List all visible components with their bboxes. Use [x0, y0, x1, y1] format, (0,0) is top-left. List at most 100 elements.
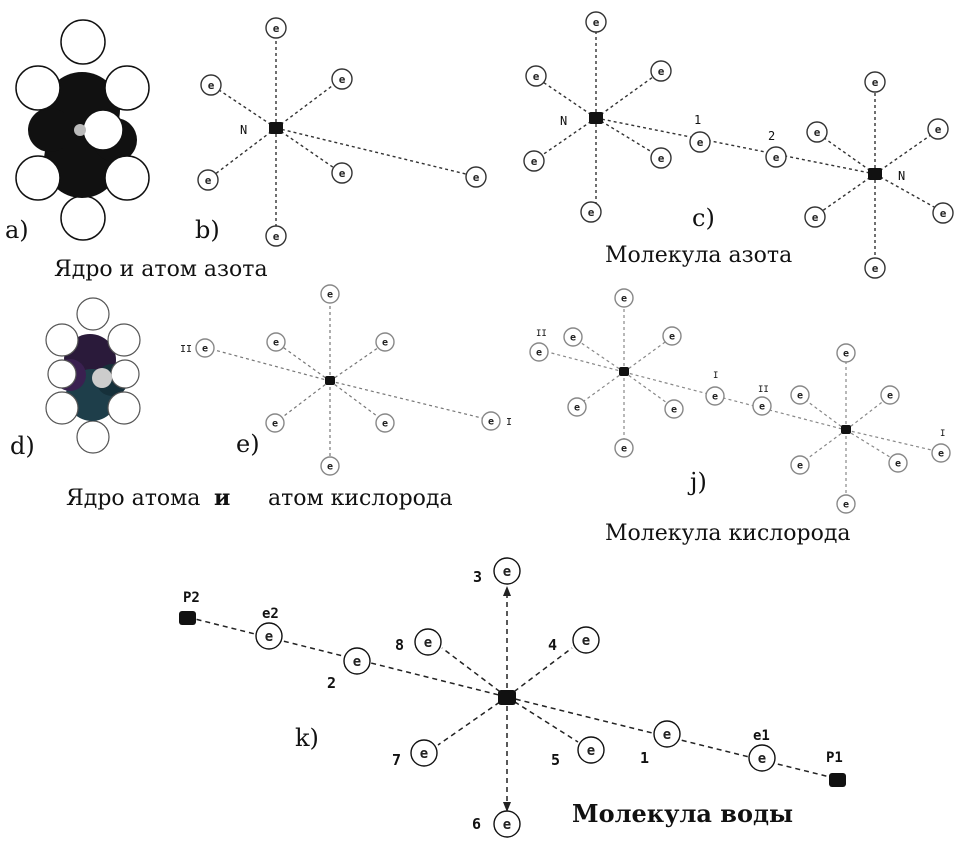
electron-6: e [650, 147, 672, 169]
electron-8: e [765, 146, 787, 168]
electron-11: e [836, 494, 856, 514]
electron-9: e [864, 71, 886, 93]
electron-4: e [650, 60, 672, 82]
svg-text:e: e [812, 211, 819, 224]
svg-text:e: e [887, 391, 893, 402]
caption-water-molecule: Молекула воды [572, 799, 793, 828]
electron-1: e [493, 557, 521, 585]
nitrogen-molecule-nucleus-1 [589, 112, 603, 124]
electron-3: e [414, 628, 442, 656]
proton-p2 [179, 611, 196, 625]
panel-b-label: b) [195, 216, 220, 244]
nitrogen-atom-figure [209, 38, 475, 226]
nitrogen-nucleus-figure [15, 19, 150, 241]
electron-7: e [195, 338, 215, 358]
electron-7: e [529, 342, 549, 362]
water-num-3: 3 [473, 568, 482, 586]
electron-6: e [664, 399, 684, 419]
electron-14: e [790, 455, 810, 475]
nitrogen-nucleus-label: N [240, 123, 247, 137]
electron-10: e [864, 257, 886, 279]
svg-text:e: e [420, 746, 428, 762]
panel-e-label: e) [236, 430, 260, 458]
svg-text:e: e [814, 126, 821, 139]
electron-4: e [662, 326, 682, 346]
water-nucleus [498, 690, 516, 705]
electron-5: e [197, 169, 219, 191]
svg-text:e: e [587, 743, 595, 759]
oxygen-molecule-nucleus-2 [841, 425, 851, 434]
svg-text:e: e [671, 405, 677, 416]
electron-3: e [266, 332, 286, 352]
oxygen-atom-bonds [206, 296, 491, 463]
svg-text:e: e [208, 79, 215, 92]
electron-5: e [265, 413, 285, 433]
electron-8: e [343, 647, 371, 675]
svg-text:e: e [895, 459, 901, 470]
electron-1: e [265, 17, 287, 39]
electron-6: e [577, 736, 605, 764]
electron-2: e [580, 201, 602, 223]
oxygen-molecule-tag-right: I [940, 429, 945, 439]
svg-text:e: e [273, 22, 280, 35]
svg-text:e: e [574, 403, 580, 414]
electron-9: e [752, 396, 772, 416]
oxygen-nucleus-dot [325, 376, 335, 385]
svg-text:e: e [938, 449, 944, 460]
electron-5: e [567, 397, 587, 417]
electron-14: e [932, 202, 954, 224]
oxygen-molecule-bonds [539, 300, 941, 503]
svg-text:e: e [697, 136, 704, 149]
electron-e1-label: e1 [753, 728, 770, 744]
svg-text:e: e [758, 751, 766, 767]
nitrogen-molecule-nucleus-2 [868, 168, 882, 180]
oxygen-molecule-nucleus-1 [619, 367, 629, 376]
electron-3: e [525, 65, 547, 87]
svg-text:e: e [759, 402, 765, 413]
oxygen-molecule-tag-left: II [536, 329, 547, 339]
electron-6: e [375, 413, 395, 433]
svg-text:e: e [531, 155, 538, 168]
svg-text:e: e [773, 151, 780, 164]
svg-text:e: e [205, 174, 212, 187]
svg-text:e: e [658, 65, 665, 78]
svg-text:e: e [382, 338, 388, 349]
svg-text:e: e [658, 152, 665, 165]
caption-oxygen-atom-left: Ядро атома [66, 486, 200, 511]
electron-9: e [653, 720, 681, 748]
oxygen-molecule-tag-mid1: I [713, 371, 718, 381]
svg-text:e: e [533, 70, 540, 83]
svg-text:e: e [265, 629, 273, 645]
oxygen-tag-left: II [180, 344, 192, 355]
electron-2: e [614, 438, 634, 458]
bond-label-2: 2 [768, 129, 775, 143]
electron-12: e [927, 118, 949, 140]
electron-10: e [748, 744, 776, 772]
panel-c-label: c) [692, 204, 715, 232]
svg-text:e: e [327, 462, 333, 473]
nitrogen-molecule-electrons: e e e e e e e e e e e e e e [523, 11, 954, 279]
svg-text:e: e [940, 207, 947, 220]
svg-text:e: e [327, 290, 333, 301]
water-num-6: 6 [472, 815, 481, 833]
caption-oxygen-molecule: Молекула кислорода [605, 521, 851, 546]
svg-text:e: e [339, 167, 346, 180]
water-num-5: 5 [551, 751, 560, 769]
svg-text:e: e [843, 349, 849, 360]
nitrogen-nucleus-dot [269, 122, 283, 134]
svg-text:e: e [202, 344, 208, 355]
caption-oxygen-atom-and: и [214, 485, 230, 511]
svg-text:e: e [593, 16, 600, 29]
oxygen-molecule-tag-mid2: II [758, 385, 769, 395]
nitrogen-molecule-label-1: N [560, 114, 567, 128]
water-num-4: 4 [548, 636, 557, 654]
caption-nitrogen-atom: Ядро и атом азота [54, 257, 268, 282]
electron-11: e [806, 121, 828, 143]
electron-4: e [572, 626, 600, 654]
caption-oxygen-atom-right: атом кислорода [268, 486, 453, 511]
svg-text:e: e [536, 348, 542, 359]
electron-4: e [331, 68, 353, 90]
